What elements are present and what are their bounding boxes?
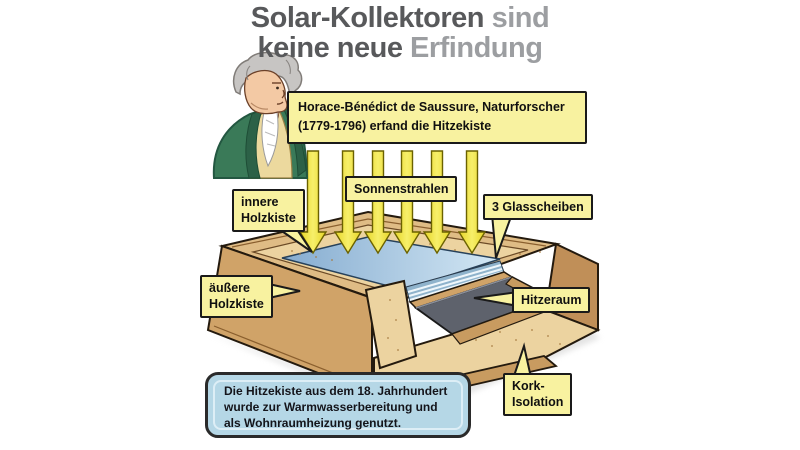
pane-edge-1	[407, 263, 502, 294]
title-line2-dark: keine neue	[257, 32, 403, 64]
label-heat-chamber: Hitzeraum	[512, 287, 591, 314]
title-line1-light: sind	[491, 2, 550, 34]
portrait-nose	[281, 89, 285, 99]
sun-ray-arrow-1	[298, 150, 328, 255]
title-line-1: Solar-Kollektoren sind	[0, 3, 800, 33]
portrait-jowl	[250, 102, 269, 110]
rim-grain-line	[231, 218, 547, 248]
cork-channel	[364, 279, 418, 370]
caption-text: Die Hitzekiste aus dem 18. Jahrhundert w…	[224, 384, 448, 430]
portrait-jabot-frills	[264, 119, 276, 147]
label-glass-panes: 3 Glasscheiben	[483, 194, 593, 221]
title-line-2: keine neue Erfindung	[0, 33, 800, 63]
inventor-info-box: Horace-Bénédict de Saussure, Naturforsch…	[287, 91, 587, 144]
portrait-mouth	[276, 101, 284, 105]
page-title: Solar-Kollektoren sind keine neue Erfind…	[0, 3, 800, 63]
label-inner-wooden-box: innere Holzkiste	[232, 189, 305, 232]
pane-edge-2	[408, 267, 503, 298]
saussure-portrait	[212, 51, 309, 179]
sun-ray-arrow-6	[457, 150, 487, 255]
title-line1-dark: Solar-Kollektoren	[250, 2, 485, 34]
chamber-highlight	[415, 276, 513, 309]
title-line2-light: Erfindung	[410, 32, 543, 64]
label-outer-wooden-box: äußere Holzkiste	[200, 275, 273, 318]
label-sun-rays: Sonnenstrahlen	[345, 176, 458, 203]
portrait-eye	[276, 86, 279, 90]
portrait-jabot	[261, 105, 279, 168]
caption-box: Die Hitzekiste aus dem 18. Jahrhundert w…	[205, 372, 471, 438]
portrait-left-lapel	[245, 109, 263, 179]
label-cork-insulation: Kork- Isolation	[503, 373, 573, 416]
portrait-hair-curls	[246, 59, 291, 81]
